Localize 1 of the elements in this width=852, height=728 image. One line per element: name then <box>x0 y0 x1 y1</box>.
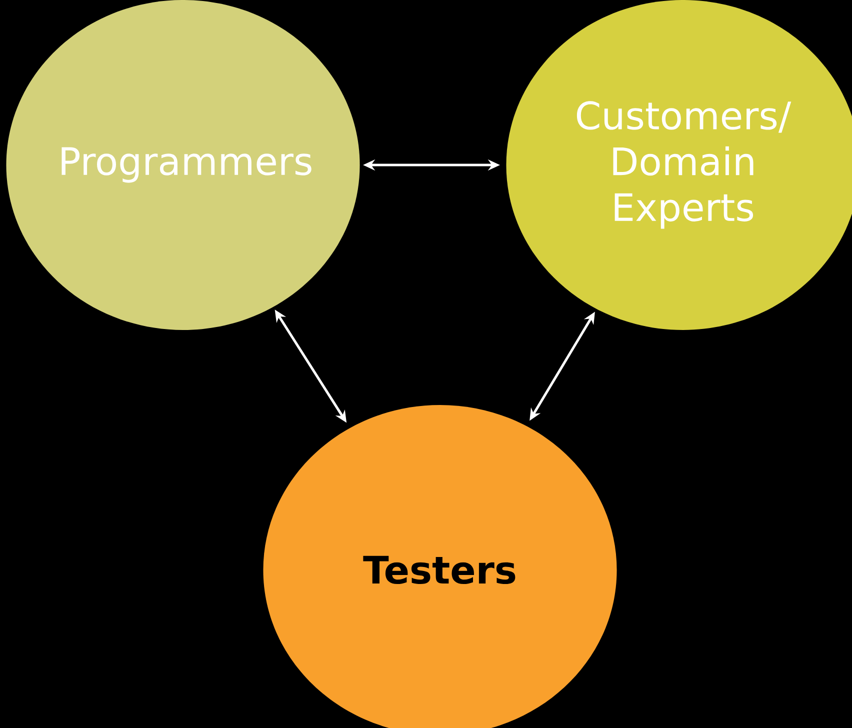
ellipse-node: Programmers <box>6 0 360 330</box>
